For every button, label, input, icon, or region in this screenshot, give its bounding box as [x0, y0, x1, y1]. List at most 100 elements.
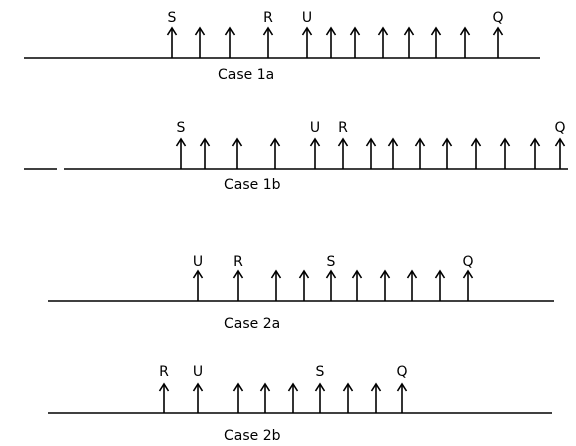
arrow-head-icon [430, 26, 442, 36]
arrow-head-icon [396, 382, 408, 392]
force-arrow: Q [396, 364, 408, 413]
force-arrow: S [166, 10, 178, 58]
arrow-head-icon [259, 382, 271, 392]
force-arrow [259, 382, 271, 413]
arrow-head-icon [231, 137, 243, 147]
case-1a-group: S R U Q Case 1a [24, 10, 540, 83]
force-arrow [441, 137, 453, 169]
force-arrow [199, 137, 211, 169]
force-arrow: R [158, 364, 170, 413]
force-arrow: S [175, 120, 187, 169]
arrow-head-icon [192, 382, 204, 392]
arrow-head-icon [314, 382, 326, 392]
force-arrow: S [314, 364, 326, 413]
arrow-head-icon [377, 26, 389, 36]
arrow-head-icon [175, 137, 187, 147]
arrow-head-icon [337, 137, 349, 147]
force-arrow [529, 137, 541, 169]
case-caption: Case 1b [224, 177, 281, 193]
arrow-label: Q [462, 254, 473, 270]
arrow-head-icon [462, 269, 474, 279]
arrow-label: S [168, 10, 177, 26]
force-arrow [377, 26, 389, 58]
arrow-head-icon [342, 382, 354, 392]
force-arrow [351, 269, 363, 301]
arrow-head-icon [492, 26, 504, 36]
arrow-label: Q [554, 120, 565, 136]
case-caption: Case 2a [224, 316, 280, 332]
arrow-label: U [310, 120, 320, 136]
arrow-head-icon [406, 269, 418, 279]
arrow-head-icon [232, 269, 244, 279]
arrow-head-icon [403, 26, 415, 36]
arrow-head-icon [262, 26, 274, 36]
arrow-head-icon [387, 137, 399, 147]
arrow-head-icon [192, 269, 204, 279]
force-arrow [194, 26, 206, 58]
arrow-head-icon [365, 137, 377, 147]
arrow-head-icon [529, 137, 541, 147]
arrow-head-icon [269, 137, 281, 147]
arrow-head-icon [232, 382, 244, 392]
force-arrow [403, 26, 415, 58]
arrow-label: U [193, 364, 203, 380]
force-arrow: R [232, 254, 244, 301]
force-arrow [434, 269, 446, 301]
arrow-label: Q [396, 364, 407, 380]
force-arrow [370, 382, 382, 413]
force-arrow [459, 26, 471, 58]
force-arrow [232, 382, 244, 413]
arrow-label: S [177, 120, 186, 136]
force-arrow [430, 26, 442, 58]
arrow-head-icon [199, 137, 211, 147]
arrow-label: U [193, 254, 203, 270]
arrow-label: S [327, 254, 336, 270]
arrow-head-icon [434, 269, 446, 279]
force-arrow [231, 137, 243, 169]
force-arrow [270, 269, 282, 301]
arrow-head-icon [349, 26, 361, 36]
arrow-label: R [263, 10, 273, 26]
arrow-head-icon [301, 26, 313, 36]
arrow-head-icon [309, 137, 321, 147]
force-arrow [414, 137, 426, 169]
arrow-head-icon [554, 137, 566, 147]
force-arrow [379, 269, 391, 301]
force-arrow: Q [492, 10, 504, 58]
force-arrow [224, 26, 236, 58]
arrow-label: R [233, 254, 243, 270]
arrow-head-icon [370, 382, 382, 392]
arrow-head-icon [459, 26, 471, 36]
force-arrow: Q [554, 120, 566, 169]
force-arrow: R [337, 120, 349, 169]
force-arrow [287, 382, 299, 413]
case-1b-group: S U R Q Case 1b [24, 120, 568, 193]
arrow-head-icon [325, 26, 337, 36]
arrow-head-icon [351, 269, 363, 279]
force-arrow: U [192, 364, 204, 413]
force-arrow [325, 26, 337, 58]
case-caption: Case 1a [218, 67, 274, 83]
force-arrow [349, 26, 361, 58]
arrow-label: R [338, 120, 348, 136]
arrow-head-icon [194, 26, 206, 36]
arrow-label: R [159, 364, 169, 380]
force-arrow [365, 137, 377, 169]
force-arrow: U [301, 10, 313, 58]
force-arrow: U [192, 254, 204, 301]
arrow-head-icon [224, 26, 236, 36]
force-arrow [269, 137, 281, 169]
force-arrow: U [309, 120, 321, 169]
case-2a-group: U R S Q Case 2a [48, 254, 554, 332]
force-arrow [298, 269, 310, 301]
arrow-label: Q [492, 10, 503, 26]
arrow-head-icon [270, 269, 282, 279]
arrow-head-icon [287, 382, 299, 392]
arrow-head-icon [470, 137, 482, 147]
force-arrow [387, 137, 399, 169]
arrow-head-icon [166, 26, 178, 36]
force-arrow: S [325, 254, 337, 301]
arrow-head-icon [499, 137, 511, 147]
